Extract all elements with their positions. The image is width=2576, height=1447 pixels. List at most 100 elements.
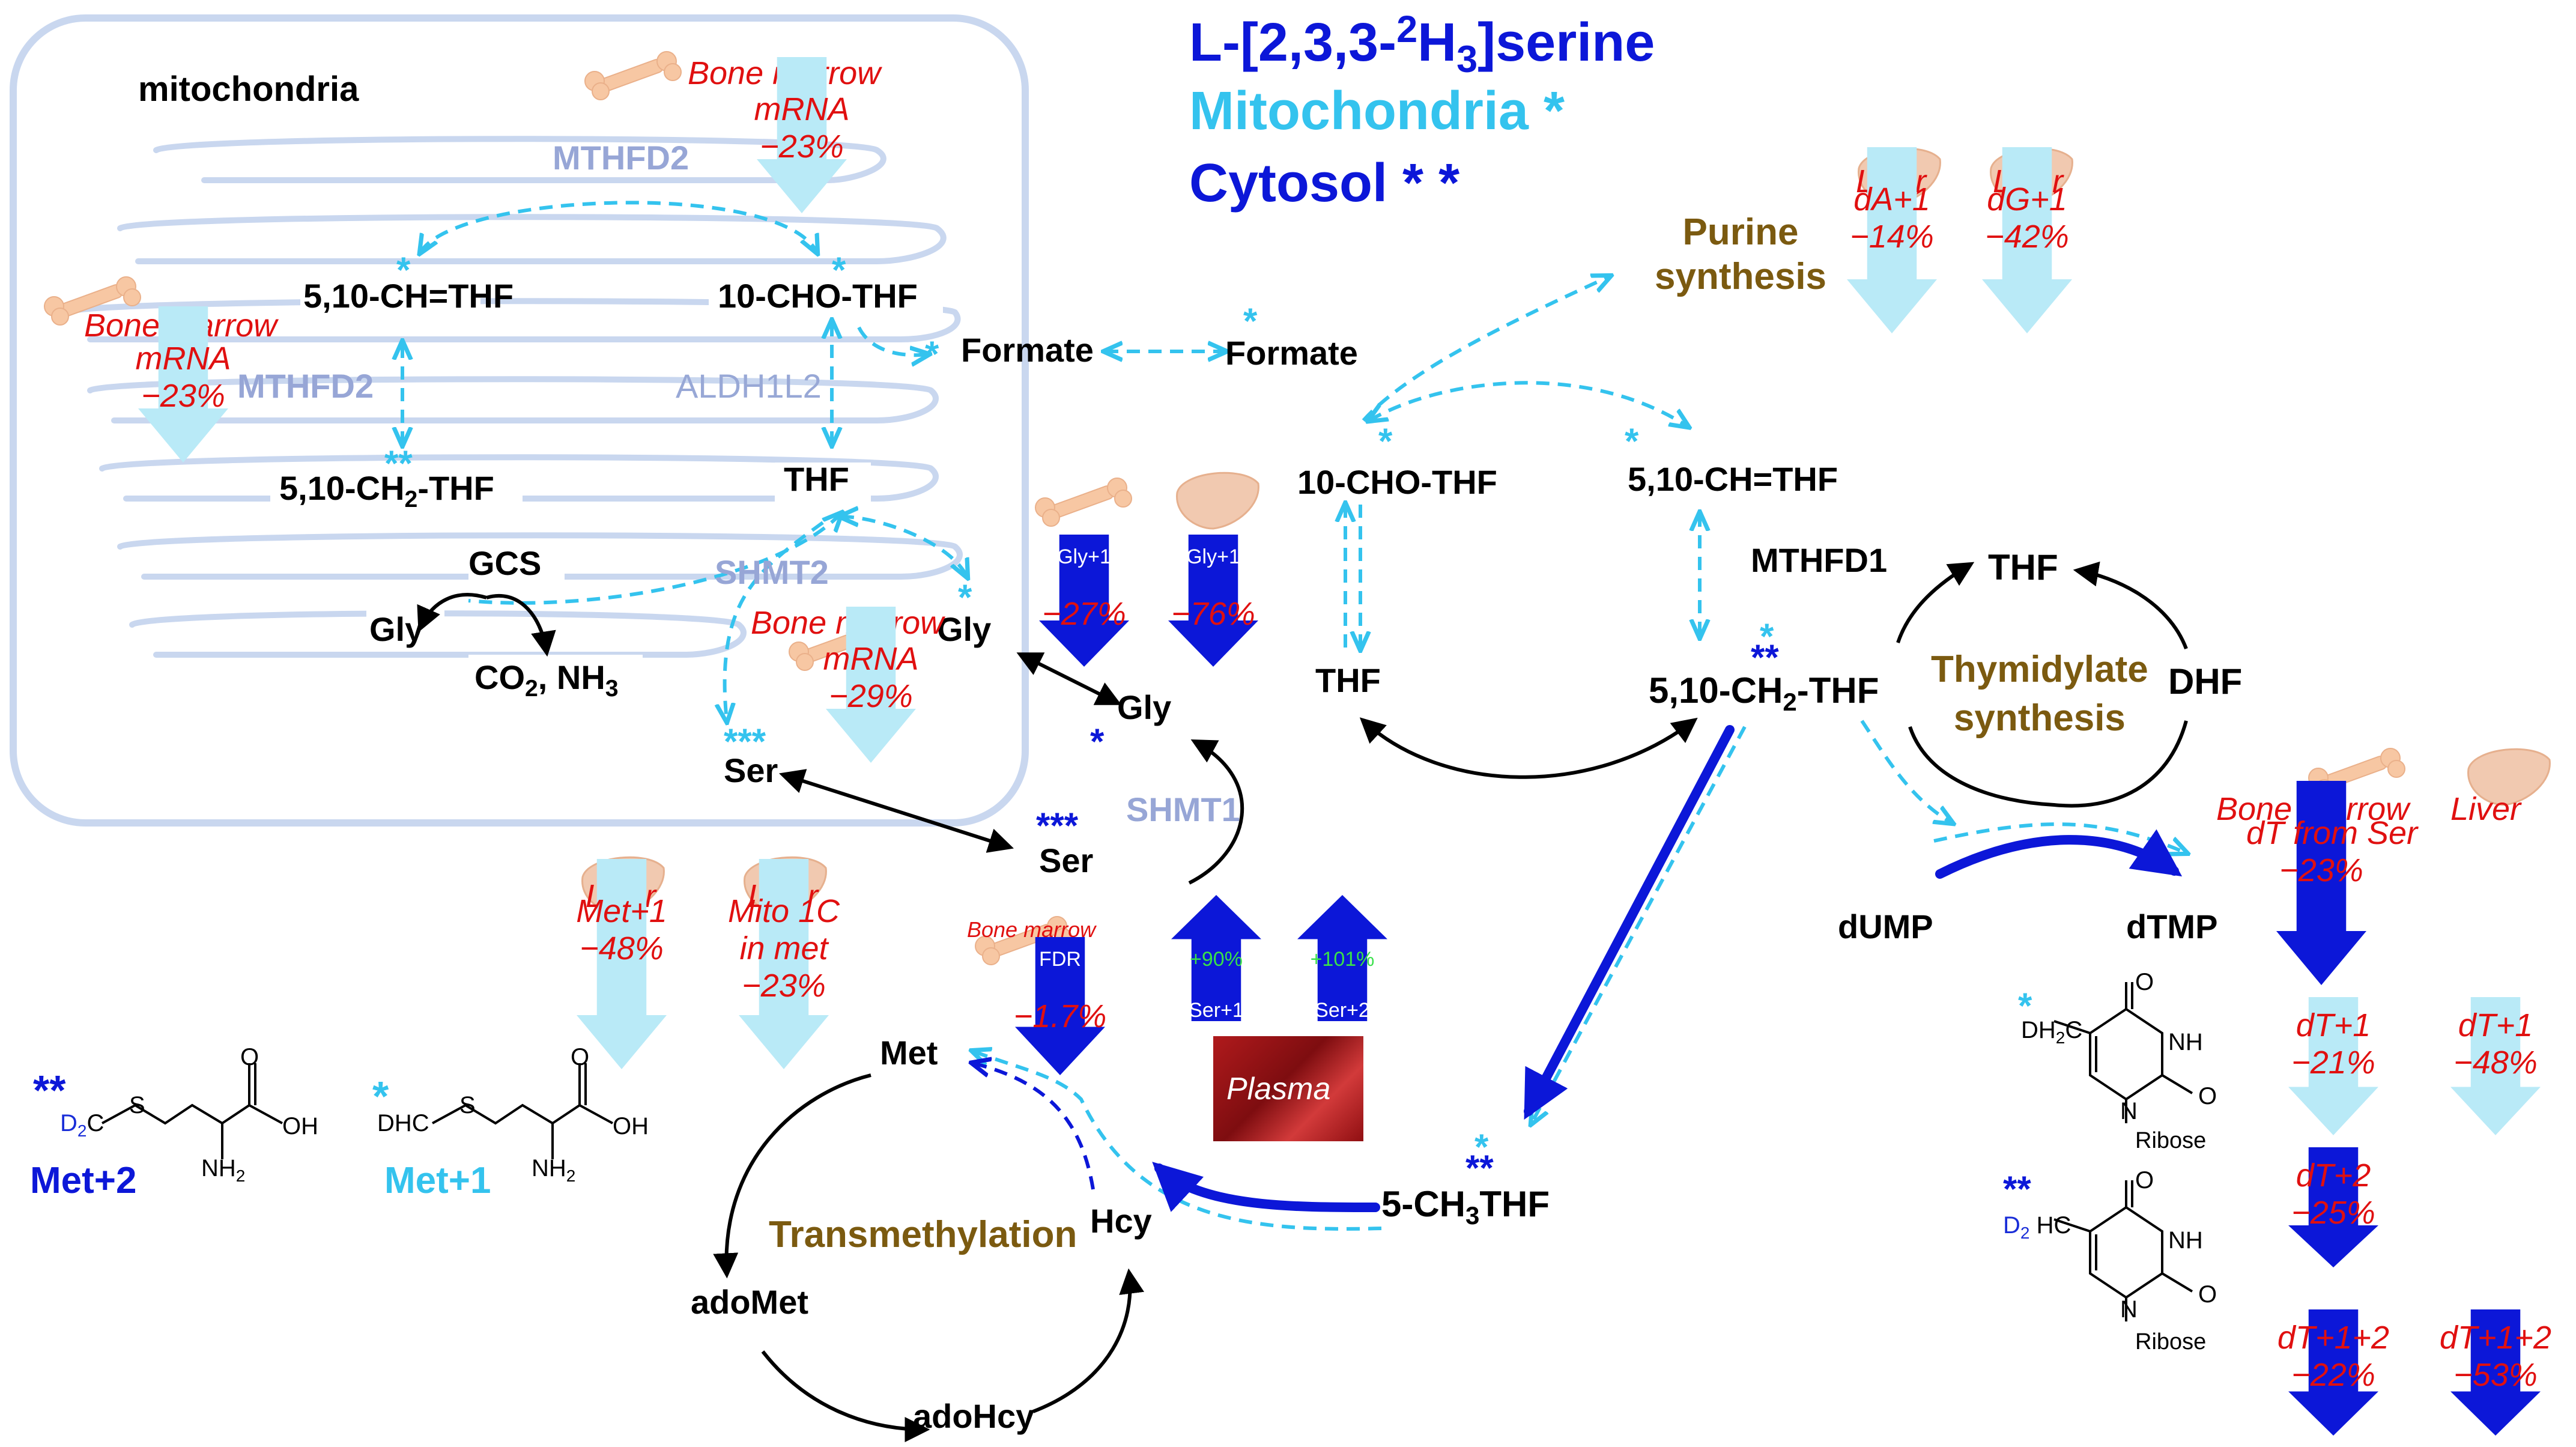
liver_gly1-line-1: −76% — [1171, 596, 1255, 632]
liver_dt1-line-1: −48% — [2453, 1045, 2538, 1081]
dt2-hc: HC — [2029, 1212, 2071, 1239]
node-mito-ch2-thf-sub: 2 — [404, 487, 418, 513]
bm_fdr-arrow-shape — [1015, 937, 1105, 1075]
star-cyto-cho-thf: * — [1378, 421, 1393, 461]
liver_da-arrow-shape — [1847, 147, 1937, 333]
legend-tracer-h: H — [1417, 13, 1457, 73]
node-cyto-dtmp: dTMP — [2126, 908, 2218, 945]
liver_met1-line-1: −48% — [580, 930, 664, 966]
node-cyto-dhf: DHF — [2168, 661, 2243, 702]
node-cyto-ch-thf: 5,10-CH=THF — [1628, 460, 1838, 498]
label-met1: Met+1 — [384, 1160, 491, 1201]
node-mito-ch2-thf-pre: 5,10-CH — [279, 469, 405, 507]
bm_dt2-arrow — [2288, 1147, 2378, 1267]
met1-nh: NH — [532, 1155, 566, 1182]
legend-tracer-sub: 3 — [1456, 38, 1478, 80]
legend-tracer-suffix: ]serine — [1477, 13, 1655, 73]
liver_dt_col-organ-label: Liver — [2450, 791, 2521, 827]
node-mito-nh3-sub: 3 — [605, 676, 619, 702]
plasma_ser2-line-0: +101% — [1310, 948, 1375, 971]
plasma_ser1-arrow-shape — [1171, 895, 1261, 1021]
bm_mthfd2_top-arrow — [757, 57, 847, 213]
dt2-d: D — [2003, 1212, 2020, 1239]
bm_mthfd2_top-line-0: mRNA — [754, 91, 850, 127]
bm_mthfd2_left-arrow — [138, 306, 228, 463]
node-cyto-ch3thf-pre: 5-CH — [1381, 1184, 1466, 1224]
star-cyto-ch-thf: * — [1625, 421, 1639, 461]
met1-nh-sub: 2 — [566, 1166, 576, 1185]
legend-cytosol: Cytosol * * — [1189, 153, 1460, 213]
plasma_ser1-line-0: +90% — [1190, 948, 1243, 971]
node-cyto-ch3thf-sub: 3 — [1465, 1201, 1480, 1230]
node-cyto-ch2-thf-pre: 5,10-CH — [1649, 670, 1783, 711]
met2-nh: NH — [201, 1155, 236, 1182]
node-cyto-met: Met — [880, 1034, 938, 1072]
bm_dt2-line-0: dT+2 — [2296, 1157, 2371, 1194]
dt1-o-right: O — [2198, 1083, 2217, 1109]
enzyme-mthfd1: MTHFD1 — [1751, 541, 1888, 579]
liver_gly1-arrow — [1168, 535, 1258, 667]
dt1-dh-sub: 2 — [2055, 1028, 2065, 1047]
bm_dt12-arrow-shape — [2288, 1309, 2378, 1436]
star-mito-ser: *** — [724, 721, 766, 762]
node-cyto-adomet: adoMet — [691, 1283, 808, 1321]
liver_dg-arrow-shape — [1982, 147, 2072, 333]
bm_gly1-line-0: Gly+1 — [1057, 545, 1111, 568]
met2-c: C — [86, 1110, 105, 1136]
dt1-nh: NH — [2168, 1029, 2203, 1055]
liver_dt12-line-1: −53% — [2453, 1357, 2538, 1393]
node-cyto-ch3thf: 5-CH3THF — [1381, 1186, 1550, 1228]
node-mito-gcs: GCS — [468, 544, 542, 582]
met1-oh: OH — [613, 1113, 649, 1139]
bm_gly1-line-1: −27% — [1042, 596, 1126, 632]
process-transmethylation: Transmethylation — [769, 1214, 1077, 1255]
node-cyto-ch2-thf: 5,10-CH2-THF — [1649, 673, 1879, 715]
star-mito-cho-thf: * — [832, 250, 846, 290]
node-mito-co2-nh3: CO2, NH3 — [474, 658, 619, 702]
bm_mthfd2_left-bone-icon — [44, 276, 141, 326]
liver_gly1-arrow-shape — [1168, 535, 1258, 667]
met2-o: O — [240, 1044, 259, 1070]
compartment-label: mitochondria — [138, 70, 359, 109]
bm_dt_ser-arrow-shape — [2276, 781, 2366, 985]
structure-met1 — [432, 1063, 613, 1159]
node-mito-co2-sub: 2 — [525, 676, 538, 702]
node-cyto-thf-right: THF — [1988, 547, 2058, 587]
node-cyto-hcy: Hcy — [1090, 1202, 1152, 1240]
met2-d2c: D2C — [60, 1111, 104, 1139]
liver_dg-line-1: −42% — [1985, 219, 2069, 255]
bm_fdr-line-1: −1.7% — [1013, 998, 1107, 1034]
node-mito-ser: Ser — [724, 751, 778, 789]
liver_dt1-line-0: dT+1 — [2458, 1007, 2533, 1043]
plasma_ser2-arrow-shape — [1297, 895, 1387, 1021]
mitochondria-compartment — [10, 14, 1029, 827]
met1-o: O — [571, 1044, 590, 1070]
legend-tracer: L-[2,3,3-2H3]serine — [1189, 11, 1655, 79]
node-cyto-thf-left: THF — [1315, 661, 1381, 699]
bm_fdr-arrow — [1015, 937, 1105, 1075]
dt2-n: N — [2120, 1296, 2138, 1323]
bm_gly1-bone-icon — [1035, 478, 1132, 527]
node-mito-co2: CO — [474, 658, 525, 696]
liver_gly1-liver-icon — [1176, 472, 1259, 530]
liver_dt_col-liver-icon — [2467, 748, 2551, 806]
star-cyto-gly: * — [1090, 721, 1105, 762]
met1-nh2: NH2 — [532, 1156, 575, 1185]
enzyme-mthfd2-left: MTHFD2 — [237, 367, 374, 405]
label-met2: Met+2 — [30, 1160, 137, 1201]
bm_fdr-organ-label: Bone marrow — [967, 917, 1096, 942]
node-cyto-gly: Gly — [1117, 688, 1172, 726]
dt2-o-top: O — [2135, 1167, 2154, 1194]
node-mito-ch-thf: 5,10-CH=THF — [303, 277, 514, 315]
dt1-o-top: O — [2135, 969, 2154, 995]
dt2-nh: NH — [2168, 1227, 2203, 1254]
bm_dt1-line-0: dT+1 — [2296, 1007, 2371, 1043]
node-cyto-dump: dUMP — [1838, 908, 1933, 945]
plasma_ser2-line-1: Ser+2 — [1315, 999, 1370, 1022]
liver_met1-arrow-shape — [577, 859, 667, 1069]
star-cyto-ch2-thf-d: ** — [1751, 637, 1779, 678]
enzyme-shmt2: SHMT2 — [715, 553, 829, 591]
node-mito-thf: THF — [784, 460, 849, 498]
liver_dg-line-0: dG+1 — [1987, 181, 2067, 217]
